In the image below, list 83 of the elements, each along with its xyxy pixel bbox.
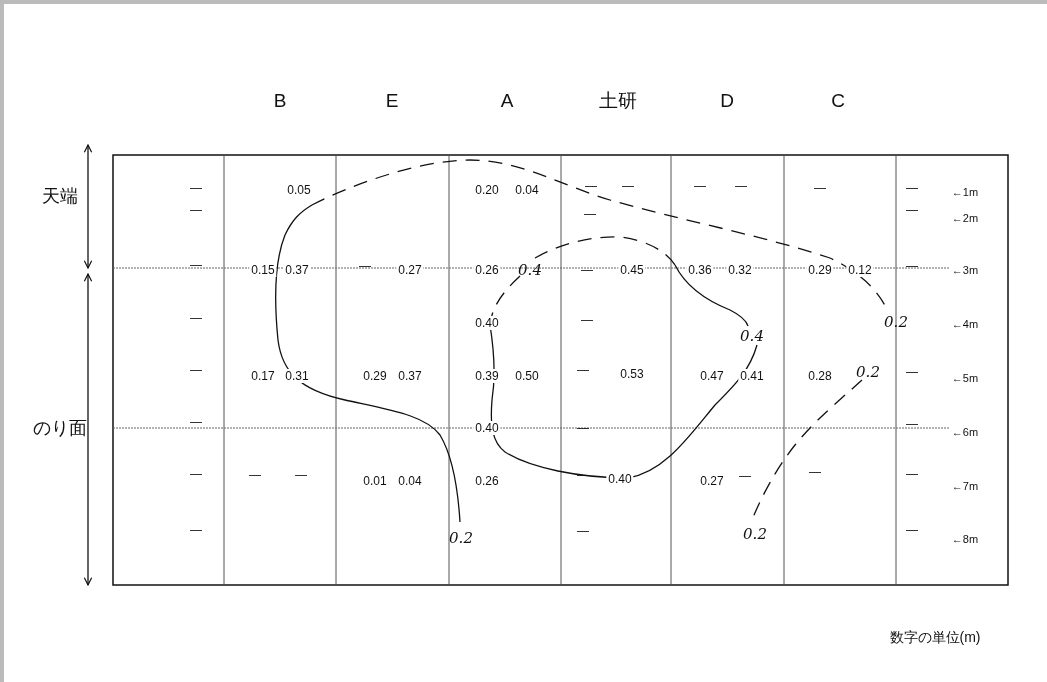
value-text: 0.45 (618, 263, 646, 277)
no-data-dash: — (577, 422, 589, 434)
depth-marker: ←2m (951, 212, 979, 224)
no-data-dash: — (906, 182, 918, 194)
depth-marker: ←6m (951, 426, 979, 438)
value-text: 0.26 (473, 263, 501, 277)
no-data-dash: — (735, 180, 747, 192)
value-text: 0.27 (698, 474, 726, 488)
no-data-dash: — (906, 468, 918, 480)
value-text: 0.39 (473, 369, 501, 383)
value-text: 0.05 (285, 183, 313, 197)
no-data-dash: — (190, 416, 202, 428)
value-text: 0.12 (846, 263, 874, 277)
column-header: D (720, 90, 734, 110)
no-data-dash: — (739, 470, 751, 482)
contour-label: 0.2 (884, 314, 908, 330)
depth-marker: ←4m (951, 318, 979, 330)
value-text: 0.47 (698, 369, 726, 383)
no-data-dash: — (295, 469, 307, 481)
value-text: 0.17 (249, 369, 277, 383)
no-data-dash: — (190, 312, 202, 324)
contour-label: 0.2 (449, 530, 473, 546)
no-data-dash: — (249, 469, 261, 481)
no-data-dash: — (359, 260, 371, 272)
no-data-dash: — (622, 180, 634, 192)
no-data-dash: — (694, 180, 706, 192)
zone-label: 天端 (42, 185, 78, 207)
no-data-dash: — (190, 259, 202, 271)
depth-marker: ←3m (951, 264, 979, 276)
no-data-dash: — (190, 364, 202, 376)
value-text: 0.28 (806, 369, 834, 383)
value-text: 0.40 (473, 421, 501, 435)
column-header: C (831, 90, 845, 110)
column-header: 土研 (599, 90, 637, 110)
value-text: 0.31 (283, 369, 311, 383)
column-header: E (385, 90, 399, 110)
no-data-dash: — (906, 366, 918, 378)
no-data-dash: — (906, 418, 918, 430)
value-text: 0.29 (361, 369, 389, 383)
value-text: 0.40 (473, 316, 501, 330)
value-text: 0.04 (396, 474, 424, 488)
value-text: 0.50 (513, 369, 541, 383)
value-text: 0.36 (686, 263, 714, 277)
contour-label: 0.4 (518, 262, 542, 278)
no-data-dash: — (585, 180, 597, 192)
contour-label: 0.4 (740, 328, 764, 344)
value-text: 0.32 (726, 263, 754, 277)
no-data-dash: — (190, 468, 202, 480)
value-text: 0.53 (618, 367, 646, 381)
value-text: 0.37 (396, 369, 424, 383)
unit-note: 数字の単位(m) (889, 630, 981, 644)
no-data-dash: — (581, 264, 593, 276)
no-data-dash: — (809, 466, 821, 478)
zone-label: のり面 (33, 417, 87, 439)
value-text: 0.29 (806, 263, 834, 277)
column-header: B (273, 90, 287, 110)
depth-marker: ←5m (951, 372, 979, 384)
no-data-dash: — (581, 314, 593, 326)
depth-marker: ←1m (951, 186, 979, 198)
value-text: 0.01 (361, 474, 389, 488)
value-text: 0.27 (396, 263, 424, 277)
contour-label: 0.2 (856, 364, 880, 380)
value-text: 0.20 (473, 183, 501, 197)
value-text: 0.37 (283, 263, 311, 277)
no-data-dash: — (190, 204, 202, 216)
no-data-dash: — (906, 524, 918, 536)
value-text: 0.41 (738, 369, 766, 383)
value-text: 0.26 (473, 474, 501, 488)
no-data-dash: — (906, 204, 918, 216)
no-data-dash: — (190, 182, 202, 194)
no-data-dash: — (577, 364, 589, 376)
no-data-dash: — (584, 208, 596, 220)
value-text: 0.40 (606, 472, 634, 486)
depth-marker: ←7m (951, 480, 979, 492)
depth-marker: ←8m (951, 533, 979, 545)
no-data-dash: — (906, 260, 918, 272)
column-header: A (500, 90, 514, 110)
no-data-dash: — (190, 524, 202, 536)
value-text: 0.04 (513, 183, 541, 197)
no-data-dash: — (814, 182, 826, 194)
value-text: 0.15 (249, 263, 277, 277)
contour-label: 0.2 (743, 526, 767, 542)
no-data-dash: — (577, 525, 589, 537)
